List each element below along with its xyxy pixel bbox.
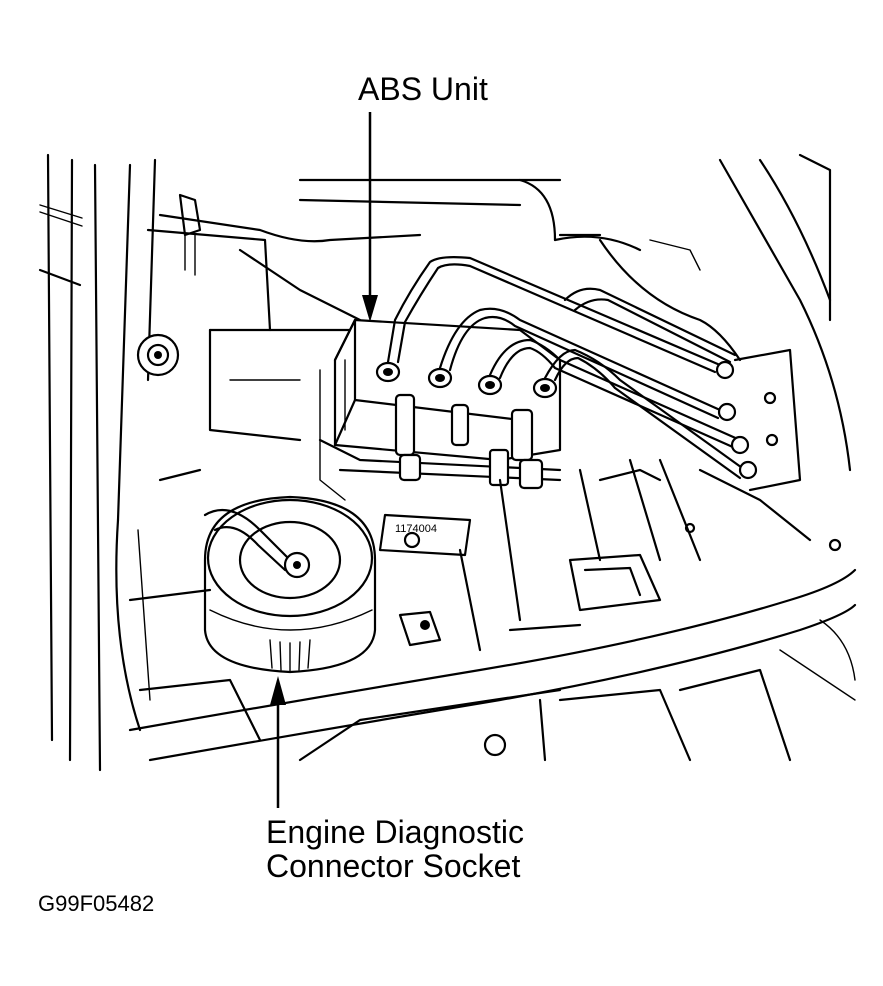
abs-unit-arrow [362,112,378,322]
figure-id: G99F05482 [38,891,155,916]
mount-bolt [136,333,180,377]
right-fender [553,153,852,562]
diagnostic-connector-arrow [270,676,286,808]
abs-unit [318,318,562,557]
diagnostic-connector-label-line2: Connector Socket [266,848,521,884]
abs-unit-label: ABS Unit [358,71,488,107]
brake-lines [386,256,758,480]
left-body-panel [38,153,157,772]
diagnostic-connector-label-line1: Engine Diagnostic [266,814,524,850]
diagnostic-connector-socket [203,495,377,674]
firewall-cowl [146,178,562,442]
abs-plate-text: 1174004 [395,523,437,535]
lower-crossmember [128,568,857,762]
engine-components [128,468,662,742]
